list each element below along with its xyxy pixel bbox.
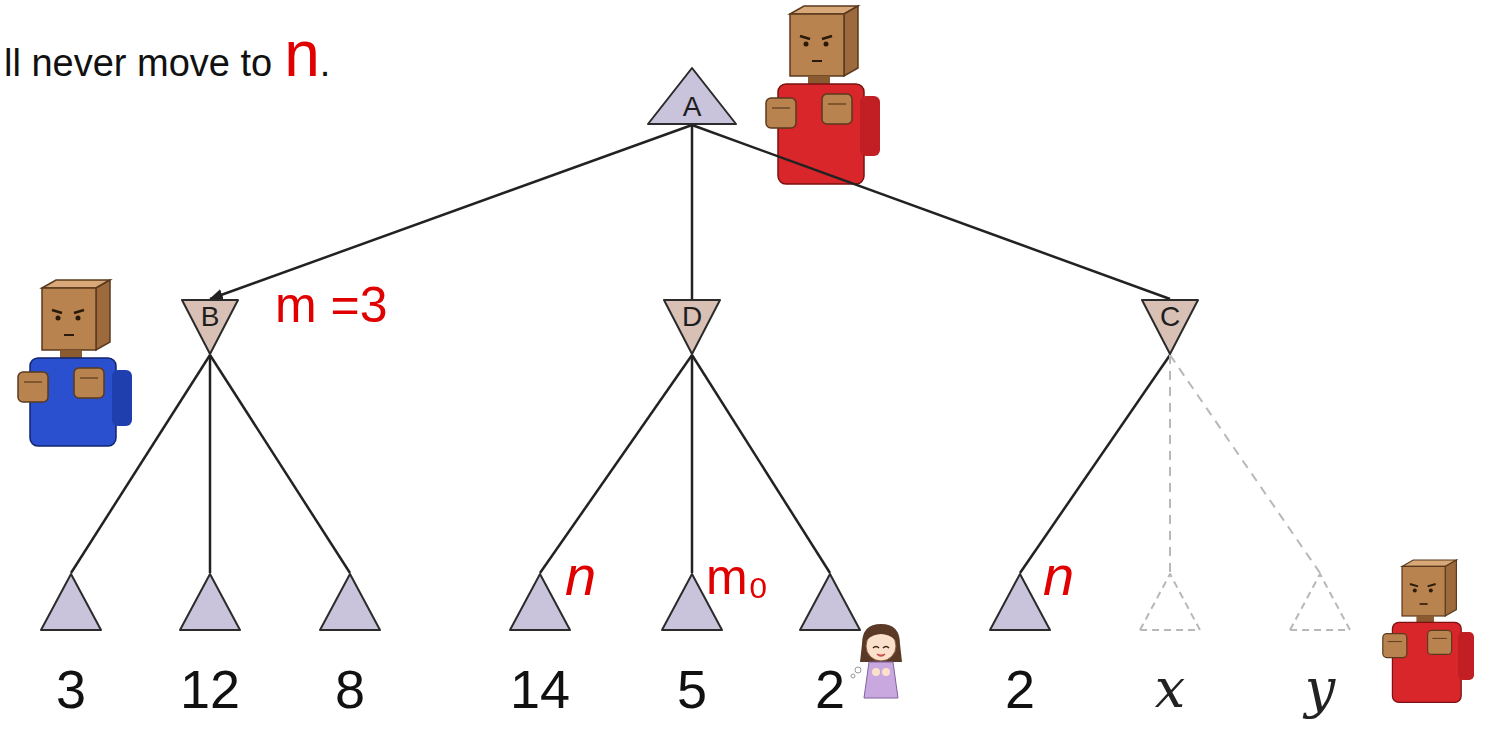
node-letter: D [682, 303, 702, 331]
leaf-triangle [988, 572, 1052, 632]
pruned-triangle [1288, 572, 1352, 632]
leaf-triangle [39, 572, 103, 632]
max-node: A [646, 66, 738, 126]
tree-edge [1170, 355, 1320, 573]
variable-label: m₀ [706, 552, 768, 602]
min-node: D [662, 298, 722, 356]
note-text: ll never move to [4, 44, 272, 82]
tree-edge [210, 355, 350, 573]
note-variable: n [284, 22, 320, 86]
note-text: . [320, 44, 331, 82]
tree-edge [1169, 355, 1171, 573]
tree-edge [1020, 355, 1170, 573]
tree-edge [540, 355, 692, 573]
pruned-leaf: y [1275, 572, 1365, 716]
tree-edge [71, 355, 210, 573]
tree-edge [691, 125, 694, 299]
girl-figure [851, 624, 902, 698]
leaf-value: 2 [1005, 662, 1035, 716]
tree-edge [692, 125, 1170, 299]
variable-label: n [1043, 548, 1074, 604]
variable-label: n [565, 548, 596, 604]
leaf-triangle [798, 572, 862, 632]
leaf-node: 8 [305, 572, 395, 716]
leaf-value: x [1155, 662, 1185, 716]
leaf-value: 5 [677, 662, 707, 716]
leaf-triangle [178, 572, 242, 632]
leaf-value: y [1305, 662, 1336, 716]
min-node: C [1140, 298, 1200, 356]
red-robot [1383, 560, 1474, 702]
tree-edge [691, 355, 694, 573]
leaf-triangle [508, 572, 572, 632]
pruned-triangle [1138, 572, 1202, 632]
blue-robot [18, 280, 132, 446]
tree-edge [210, 125, 692, 299]
value-annotation: m =3 [275, 280, 388, 330]
leaf-node: 2 [785, 572, 875, 716]
tree-edge [692, 355, 830, 573]
leaf-value: 2 [815, 662, 845, 716]
leaf-value: 14 [510, 662, 570, 716]
node-letter: C [1160, 303, 1180, 331]
leaf-node: 12 [165, 572, 255, 716]
tree-edge [209, 355, 212, 573]
pruned-leaf: x [1125, 572, 1215, 716]
leaf-node: 3 [26, 572, 116, 716]
note-line: ll never move to n. [4, 22, 330, 86]
leaf-triangle [318, 572, 382, 632]
node-letter: A [683, 93, 702, 121]
node-letter: B [201, 303, 220, 331]
leaf-value: 12 [180, 662, 240, 716]
leaf-value: 3 [56, 662, 86, 716]
leaf-value: 8 [335, 662, 365, 716]
min-node: B [180, 298, 240, 356]
